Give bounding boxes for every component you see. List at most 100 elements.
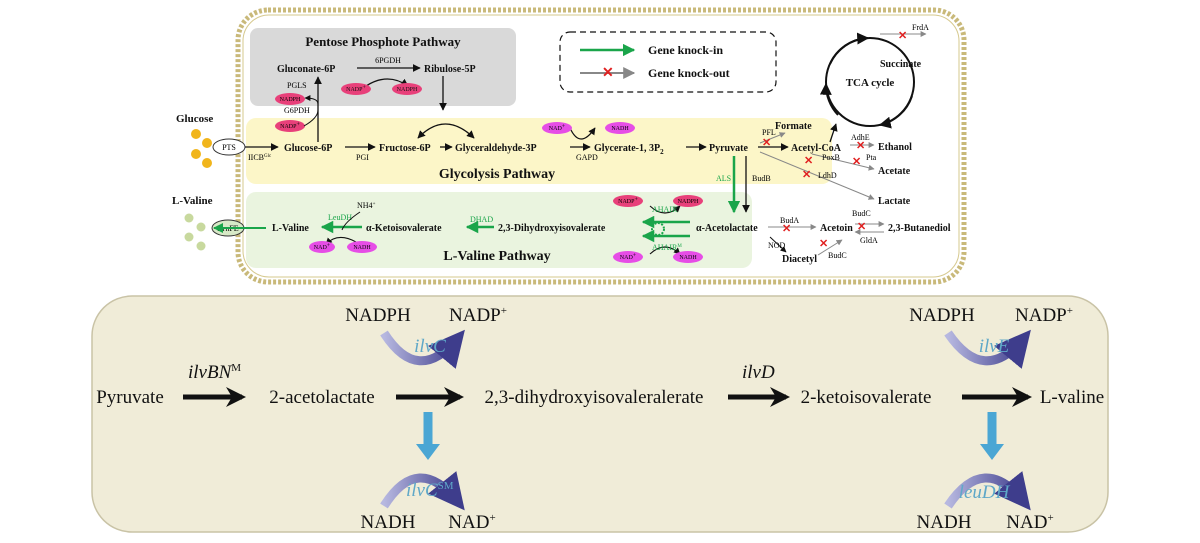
bottom-lvaline: L-valine: [1040, 387, 1104, 408]
iicb-label: IICBGlc: [248, 153, 272, 162]
glycerate-13p: Glycerate-1, 3P2: [594, 143, 664, 156]
valine-molecule: [196, 222, 206, 232]
ilvc-nadph: NADPH: [345, 305, 411, 326]
glucose-6p: Glucose-6P: [284, 143, 332, 154]
legend-knock-out-mark: ✕: [602, 66, 614, 81]
ilve-nadp: NADP+: [1015, 305, 1073, 326]
ilvd-label: ilvD: [742, 362, 775, 383]
poxb-knockout-mark: ✕: [804, 155, 813, 167]
l-valine: L-Valine: [272, 223, 309, 234]
diacetyl: Diacetyl: [782, 254, 817, 265]
glucose-molecule: [202, 158, 212, 168]
g6pdh-label: G6PDH: [284, 106, 310, 115]
6pgdh-label: 6PGDH: [375, 56, 401, 65]
nad-text: NAD+: [314, 243, 331, 251]
l-valine-out-label: L-Valine: [172, 195, 213, 207]
ilvcsm-nadh: NADH: [361, 512, 416, 533]
legend-box: [559, 31, 777, 93]
nadh-text: NADH: [353, 245, 371, 251]
ilvcsm-cofactor-arc: [380, 471, 465, 511]
nod-label: NOD: [768, 241, 786, 250]
pgls-label: PGLS: [287, 81, 307, 90]
pgi-label: PGI: [356, 153, 369, 162]
nadph-cofactor: [275, 93, 305, 105]
nadh-text: NADH: [679, 255, 697, 261]
ilvc-nadp: NADP+: [449, 305, 507, 326]
dihydroxyisovalerate: 2,3-Dihydroxyisovalerate: [498, 223, 606, 234]
valine-molecule: [196, 241, 206, 251]
adhe-label: AdhE: [851, 133, 870, 142]
glucose-molecule: [191, 129, 201, 139]
pfl-label: PFL: [762, 128, 776, 137]
nad-text: NAD+: [549, 124, 566, 132]
acetoin: Acetoin: [820, 223, 853, 234]
bottom-acetolactate: 2-acetolactate: [269, 387, 374, 408]
nadh-cofactor: [347, 241, 377, 253]
glucose-molecule: [191, 149, 201, 159]
down-arrow-head: [416, 444, 440, 460]
buda-label: BudA: [780, 216, 799, 225]
frda-knockout-mark: ✕: [898, 30, 907, 42]
ldhd-label: LdhD: [818, 171, 837, 180]
budc2-knockout-mark: ✕: [819, 238, 828, 250]
nadp-cofactor: [275, 120, 305, 132]
leudh-nad: NAD+: [1006, 512, 1053, 533]
nadph-text: NADPH: [397, 87, 418, 93]
lactate: Lactate: [878, 196, 911, 207]
valine-molecule: [184, 213, 194, 223]
valine-title: L-Valine Pathway: [443, 249, 550, 264]
glda-label: GldA: [860, 236, 878, 245]
pta-knockout-mark: ✕: [852, 156, 861, 168]
legend-knock-out-label: Gene knock-out: [648, 66, 730, 80]
glucose-label: Glucose: [176, 113, 213, 125]
poxb-label: PoxB: [822, 153, 840, 162]
adhe-knockout-mark: ✕: [856, 140, 865, 152]
tca-cycle-circle: [825, 37, 915, 127]
nadp-cofactor: [613, 195, 643, 207]
bottom-panel: [91, 295, 1109, 533]
nadh-cofactor: [605, 122, 635, 134]
leudh-nadh: NADH: [917, 512, 972, 533]
pentose-region: [250, 28, 516, 106]
budc-knockout-mark: ✕: [857, 221, 866, 233]
ilvc-cofactor-arc: [380, 329, 465, 369]
nadp-cofactor: [341, 83, 371, 95]
nadp-text: NADP+: [280, 122, 300, 130]
acetyl-coa: Acetyl-CoA: [791, 143, 842, 154]
ilve-nadph: NADPH: [909, 305, 975, 326]
nadph-text: NADPH: [678, 199, 699, 205]
gapd-label: GAPD: [576, 153, 598, 162]
ahair-m-label: AHAIRM: [652, 243, 682, 252]
pta-label: Pta: [866, 153, 877, 162]
valine-molecule: [184, 232, 194, 242]
nadph-cofactor: [392, 83, 422, 95]
ethanol: Ethanol: [878, 142, 912, 153]
formate: Formate: [775, 121, 812, 132]
bottom-dhiv: 2,3-dihydroxyisovaleralerate: [485, 387, 704, 408]
pyruvate: Pyruvate: [709, 143, 748, 154]
budc-label: BudC: [852, 209, 871, 218]
nh4-label: NH4+: [357, 201, 376, 210]
nad-cofactor: [542, 122, 572, 134]
alpha-acetolactate: α-Acetolactate: [696, 223, 758, 234]
pentose-title: Pentose Phosphote Pathway: [305, 34, 461, 49]
leudh-label: LeuDH: [328, 213, 352, 222]
glyceraldehyde-3p: Glyceraldehyde-3P: [455, 143, 537, 154]
ilve-cofactor-arc: [944, 329, 1031, 369]
als-label: ALS: [716, 174, 731, 183]
fructose-6p: Fructose-6P: [379, 143, 431, 154]
dhad-label: DHAD: [470, 215, 493, 224]
alpha-ketoisovalerate: α-Ketoisovalerate: [366, 223, 442, 234]
ribulose-5p: Ribulose-5P: [424, 64, 476, 75]
nadp-text: NADP+: [618, 197, 638, 205]
ldhd-knockout-mark: ✕: [802, 169, 811, 181]
succinate: Succinate: [880, 59, 922, 70]
tca-label: TCA cycle: [846, 77, 895, 89]
bottom-kiv: 2-ketoisovalerate: [801, 387, 932, 408]
frda-label: FrdA: [912, 23, 929, 32]
nadh-cofactor: [673, 251, 703, 263]
budb-label: BudB: [752, 174, 771, 183]
nad-cofactor: [613, 251, 643, 263]
